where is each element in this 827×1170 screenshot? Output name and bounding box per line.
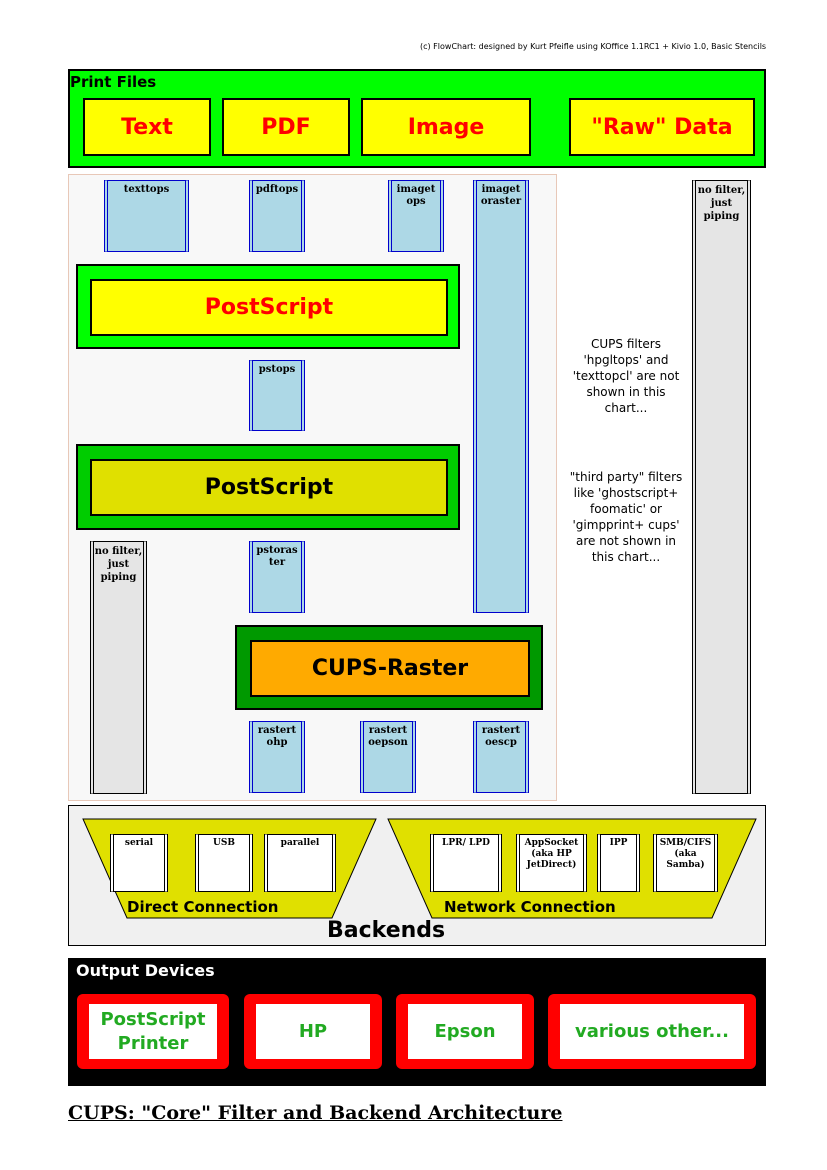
filter-texttops: texttops	[104, 180, 189, 252]
cups-raster-box: CUPS-Raster	[250, 640, 530, 697]
file-raw-data: "Raw" Data	[569, 98, 755, 156]
file-image: Image	[361, 98, 531, 156]
device-epson-frame: Epson	[396, 994, 534, 1069]
output-devices-title: Output Devices	[76, 961, 215, 980]
print-files-title: Print Files	[70, 73, 157, 91]
pipe-left: no filter, just piping	[90, 541, 147, 794]
backends-title: Backends	[327, 918, 446, 943]
file-text: Text	[83, 98, 211, 156]
filter-pstops: pstops	[249, 360, 305, 431]
postscript-container-2: PostScript	[76, 444, 460, 530]
note-third-party: "third party" filters like 'ghostscript+…	[569, 470, 683, 564]
output-devices-panel: Output Devices PostScript Printer HP Eps…	[68, 958, 766, 1086]
credit-line: (c) FlowChart: designed by Kurt Pfeifle …	[420, 42, 767, 51]
device-postscript-printer-frame: PostScript Printer	[77, 994, 229, 1069]
pipe-right: no filter, just piping	[692, 180, 751, 794]
filter-imagetops: imaget ops	[388, 180, 444, 252]
direct-connection-label: Direct Connection	[127, 898, 279, 916]
note-cups-filters: CUPS filters 'hpgltops' and 'texttopcl' …	[572, 337, 680, 415]
network-connection-label: Network Connection	[444, 898, 616, 916]
cups-raster-container: CUPS-Raster	[235, 625, 543, 710]
backend-serial: serial	[110, 834, 168, 892]
device-hp-frame: HP	[244, 994, 382, 1069]
device-postscript-printer: PostScript Printer	[89, 1004, 217, 1059]
backend-ipp: IPP	[597, 834, 640, 892]
backend-appsocket: AppSocket (aka HP JetDirect)	[516, 834, 587, 892]
postscript-container-1: PostScript	[76, 264, 460, 349]
filter-rastertoepson: rastert oepson	[360, 721, 416, 793]
backend-smb-cifs: SMB/CIFS (aka Samba)	[653, 834, 718, 892]
filter-pdftops: pdftops	[249, 180, 305, 252]
backend-usb: USB	[195, 834, 253, 892]
device-epson: Epson	[408, 1004, 522, 1059]
print-files-panel: Print Files Text PDF Image "Raw" Data	[68, 69, 766, 168]
file-pdf: PDF	[222, 98, 350, 156]
backend-parallel: parallel	[264, 834, 336, 892]
caption: CUPS: "Core" Filter and Backend Architec…	[68, 1102, 563, 1124]
backend-lpr-lpd: LPR/ LPD	[430, 834, 502, 892]
filter-imagetoraster: imaget oraster	[473, 180, 529, 613]
device-hp: HP	[256, 1004, 370, 1059]
postscript-box-2: PostScript	[90, 459, 448, 516]
filter-rastertoescp: rastert oescp	[473, 721, 529, 793]
device-various-other-frame: various other...	[548, 994, 756, 1069]
filter-rastertohp: rastert ohp	[249, 721, 305, 793]
filter-pstoraster: pstoras ter	[249, 541, 305, 613]
device-various-other: various other...	[560, 1004, 744, 1059]
backends-panel: serial USB parallel LPR/ LPD AppSocket (…	[68, 805, 766, 946]
postscript-box-1: PostScript	[90, 279, 448, 336]
